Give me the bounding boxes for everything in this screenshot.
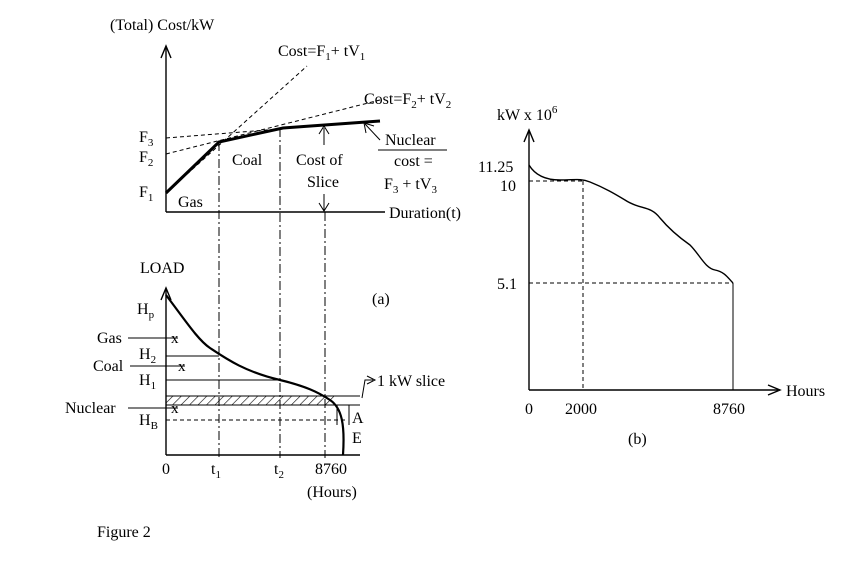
load-y-axis-arrow xyxy=(160,286,172,301)
nuclear-cost-label-1: Nuclear xyxy=(385,132,436,149)
load-gas-label: Gas xyxy=(97,330,122,347)
gas-region-label: Gas xyxy=(178,194,203,211)
load-x-tick-t2: t2 xyxy=(274,461,284,481)
gas-marker: x xyxy=(171,331,179,347)
coal-marker: x xyxy=(178,359,186,375)
load-duration-curve xyxy=(165,294,345,456)
load-x-unit: (Hours) xyxy=(307,484,357,501)
panel-b-x-axis-arrow xyxy=(767,384,782,396)
nuclear-cost-label-3: F3 + tV3 xyxy=(384,176,437,196)
slice-label: 1 kW slice xyxy=(377,373,445,390)
load-x-tick-t1: t1 xyxy=(211,461,221,481)
one-kw-slice xyxy=(166,396,334,405)
panel-b-plot: kW x 106 11.25 10 5.1 0 2000 8760 Hours … xyxy=(478,104,825,448)
load-y-axis-label: LOAD xyxy=(140,260,184,277)
f1-label: F1 xyxy=(139,184,153,204)
coal-region-label: Coal xyxy=(232,152,263,169)
load-x-tick-0: 0 xyxy=(162,461,170,478)
nuclear-marker: x xyxy=(171,401,179,417)
cost-of-slice-label-2: Slice xyxy=(307,174,339,191)
panel-b-load-curve xyxy=(528,164,734,284)
cost-of-slice-label-1: Cost of xyxy=(296,152,343,169)
annotation-a: A xyxy=(352,410,364,427)
h1-label: H1 xyxy=(139,372,156,392)
f2-label: F2 xyxy=(139,149,153,169)
cost-envelope xyxy=(164,119,381,195)
nuclear-pointer-head xyxy=(363,122,375,134)
panel-b-x-tick-8760: 8760 xyxy=(713,401,745,418)
hb-label: HB xyxy=(139,412,158,432)
panel-b-y-axis-arrow xyxy=(523,128,535,143)
cost-y-axis-arrow xyxy=(160,44,172,59)
figure-caption: Figure 2 xyxy=(97,524,151,541)
panel-b-x-axis-label: Hours xyxy=(786,383,825,400)
load-coal-label: Coal xyxy=(93,358,124,375)
annotation-e: E xyxy=(352,430,362,447)
slice-up-arrow-head xyxy=(318,125,330,135)
cost-line-1-label: Cost=F1+ tV1 xyxy=(278,43,365,63)
slice-down-arrow-head xyxy=(318,202,330,212)
panel-b-label: (b) xyxy=(628,431,647,448)
panel-a-label: (a) xyxy=(372,291,390,308)
cost-plot: (Total) Cost/kW Duration(t) Cost=F1+ tV1… xyxy=(110,17,461,222)
load-plot: LOAD Hp H2 H1 HB Gas x Coal x Nuclear x xyxy=(65,260,445,501)
panel-b-y-axis-label: kW x 106 xyxy=(497,104,558,124)
cost-x-axis-label: Duration(t) xyxy=(389,205,461,222)
cost-line-2-label: Cost=F2+ tV2 xyxy=(364,91,451,111)
hp-label: Hp xyxy=(137,301,155,321)
slice-pointer-head xyxy=(366,375,377,385)
panel-b-y-tick-10: 10 xyxy=(500,178,516,195)
load-x-tick-8760: 8760 xyxy=(315,461,347,478)
f3-label: F3 xyxy=(139,129,154,149)
load-nuclear-label: Nuclear xyxy=(65,400,116,417)
panel-b-x-tick-2000: 2000 xyxy=(565,401,597,418)
nuclear-cost-label-2: cost = xyxy=(394,153,433,170)
panel-b-x-tick-0: 0 xyxy=(525,401,533,418)
panel-b-y-tick-11-25: 11.25 xyxy=(478,159,513,176)
cost-y-axis-label: (Total) Cost/kW xyxy=(110,17,215,34)
panel-b-y-tick-5-1: 5.1 xyxy=(497,276,517,293)
h2-label: H2 xyxy=(139,346,156,366)
cost-line-2 xyxy=(165,99,381,155)
nuclear-pointer xyxy=(364,123,381,141)
slice-pointer xyxy=(361,379,373,399)
